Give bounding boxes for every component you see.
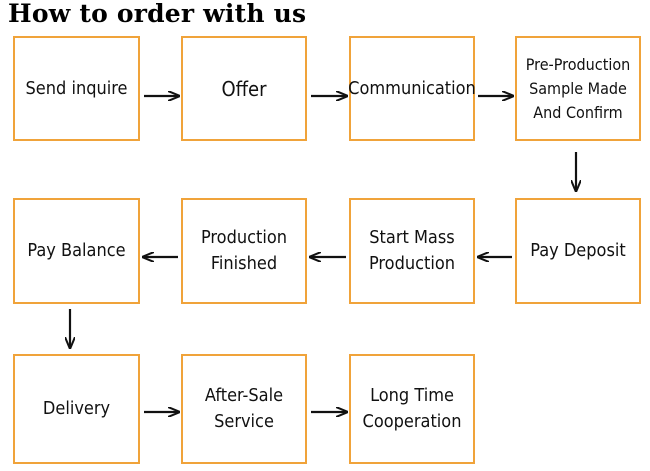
step-delivery: Delivery <box>13 354 140 464</box>
step-label: Start Mass Production <box>368 227 456 274</box>
step-label: Pre-Production Sample Made And Confirm <box>525 54 631 122</box>
step-label: Production Finished <box>200 227 288 274</box>
step-label: Pay Deposit <box>530 240 626 261</box>
step-production-finished: Production Finished <box>181 198 307 304</box>
step-label: Communication <box>348 77 476 99</box>
step-label: Long Time Cooperation <box>362 385 462 432</box>
step-send-inquire: Send inquire <box>13 36 140 141</box>
step-offer: Offer <box>181 36 307 141</box>
step-label: Send inquire <box>25 77 128 99</box>
step-start-mass-production: Start Mass Production <box>349 198 475 304</box>
page-title: How to order with us <box>8 0 307 28</box>
step-label: Offer <box>221 76 267 101</box>
step-after-sale-service: After-Sale Service <box>181 354 307 464</box>
step-long-time-cooperation: Long Time Cooperation <box>349 354 475 464</box>
step-pay-deposit: Pay Deposit <box>515 198 641 304</box>
step-label: Delivery <box>42 398 111 419</box>
step-pay-balance: Pay Balance <box>13 198 140 304</box>
step-communication: Communication <box>348 36 476 141</box>
step-label: After-Sale Service <box>204 385 284 432</box>
step-label: Pay Balance <box>27 240 126 261</box>
step-pre-production-sample: Pre-Production Sample Made And Confirm <box>515 36 641 141</box>
